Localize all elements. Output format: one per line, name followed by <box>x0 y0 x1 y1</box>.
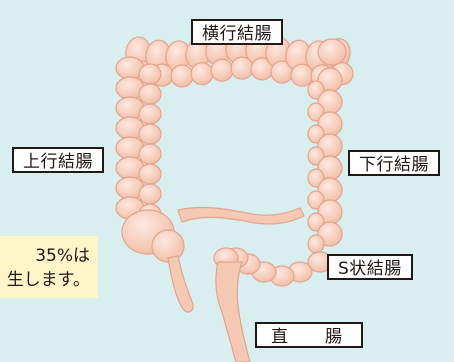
descending-colon-segment <box>317 221 343 247</box>
descending-colon-segment <box>307 234 325 254</box>
label-rectum: 直 腸 <box>255 322 363 348</box>
note-line-2: 生します。 <box>6 270 90 290</box>
label-sigmoid-colon: S状結腸 <box>327 254 413 280</box>
ascending-colon-segment <box>138 103 162 125</box>
note-box: 35%は 生します。 <box>0 236 98 298</box>
ascending-colon-segment <box>138 163 162 185</box>
transverse-colon-segment <box>190 62 214 86</box>
cecum <box>151 229 185 263</box>
ascending-colon-segment <box>138 83 162 105</box>
transverse-colon-segment <box>210 58 234 82</box>
appendix <box>167 255 194 313</box>
ascending-colon-segment <box>138 123 162 145</box>
note-line-1: 35%は <box>35 246 90 266</box>
label-transverse-colon: 横行結腸 <box>191 19 283 45</box>
ileum <box>177 206 305 225</box>
ascending-colon-segment <box>138 63 162 85</box>
label-ascending-colon: 上行結腸 <box>12 147 104 173</box>
ascending-colon-segment <box>138 143 162 165</box>
label-descending-colon: 下行結腸 <box>348 150 440 176</box>
descending-colon-segment <box>317 38 347 66</box>
transverse-colon-segment <box>170 64 194 88</box>
ascending-colon-segment <box>138 183 162 205</box>
rectum <box>215 261 251 362</box>
